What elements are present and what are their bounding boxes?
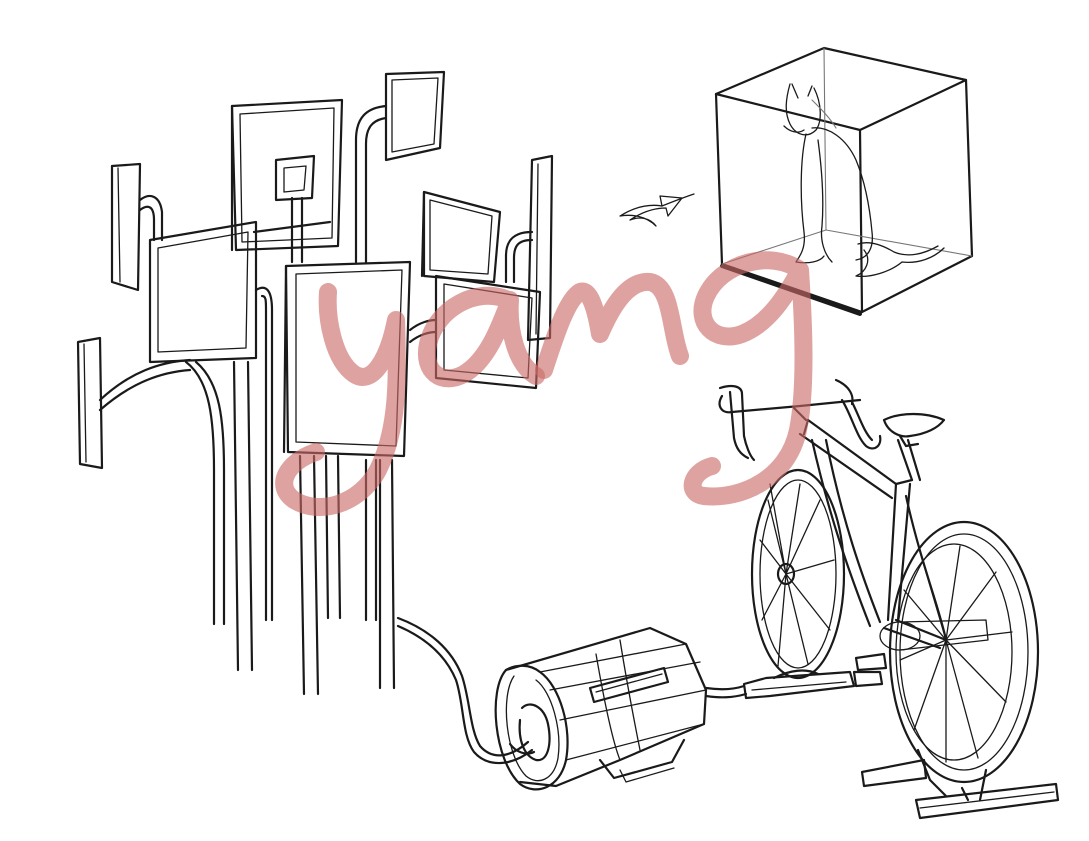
cat-figure	[784, 84, 944, 276]
generator-drum	[496, 628, 746, 789]
watermark-stroke-n	[544, 282, 680, 370]
rear-wheel	[890, 522, 1038, 782]
bike-frame	[800, 420, 988, 686]
cable-to-generator	[398, 618, 532, 763]
panel-left-middle	[150, 222, 272, 670]
cube-with-cat	[716, 48, 972, 314]
front-stand	[744, 671, 854, 698]
watermark-stroke-g	[693, 260, 804, 496]
watermark-stroke-a	[427, 296, 536, 379]
screens-and-cables-cluster	[78, 72, 552, 763]
stationary-bicycle	[720, 380, 1058, 818]
panel-top-small	[356, 72, 444, 262]
panel-far-left	[78, 338, 190, 468]
curved-arrow	[620, 194, 694, 226]
watermark-signature	[284, 260, 803, 507]
panel-left-narrow	[112, 164, 162, 290]
panel-right-back	[422, 192, 500, 282]
rear-stand	[862, 750, 1058, 818]
front-wheel	[752, 470, 844, 678]
saddle	[884, 414, 944, 446]
